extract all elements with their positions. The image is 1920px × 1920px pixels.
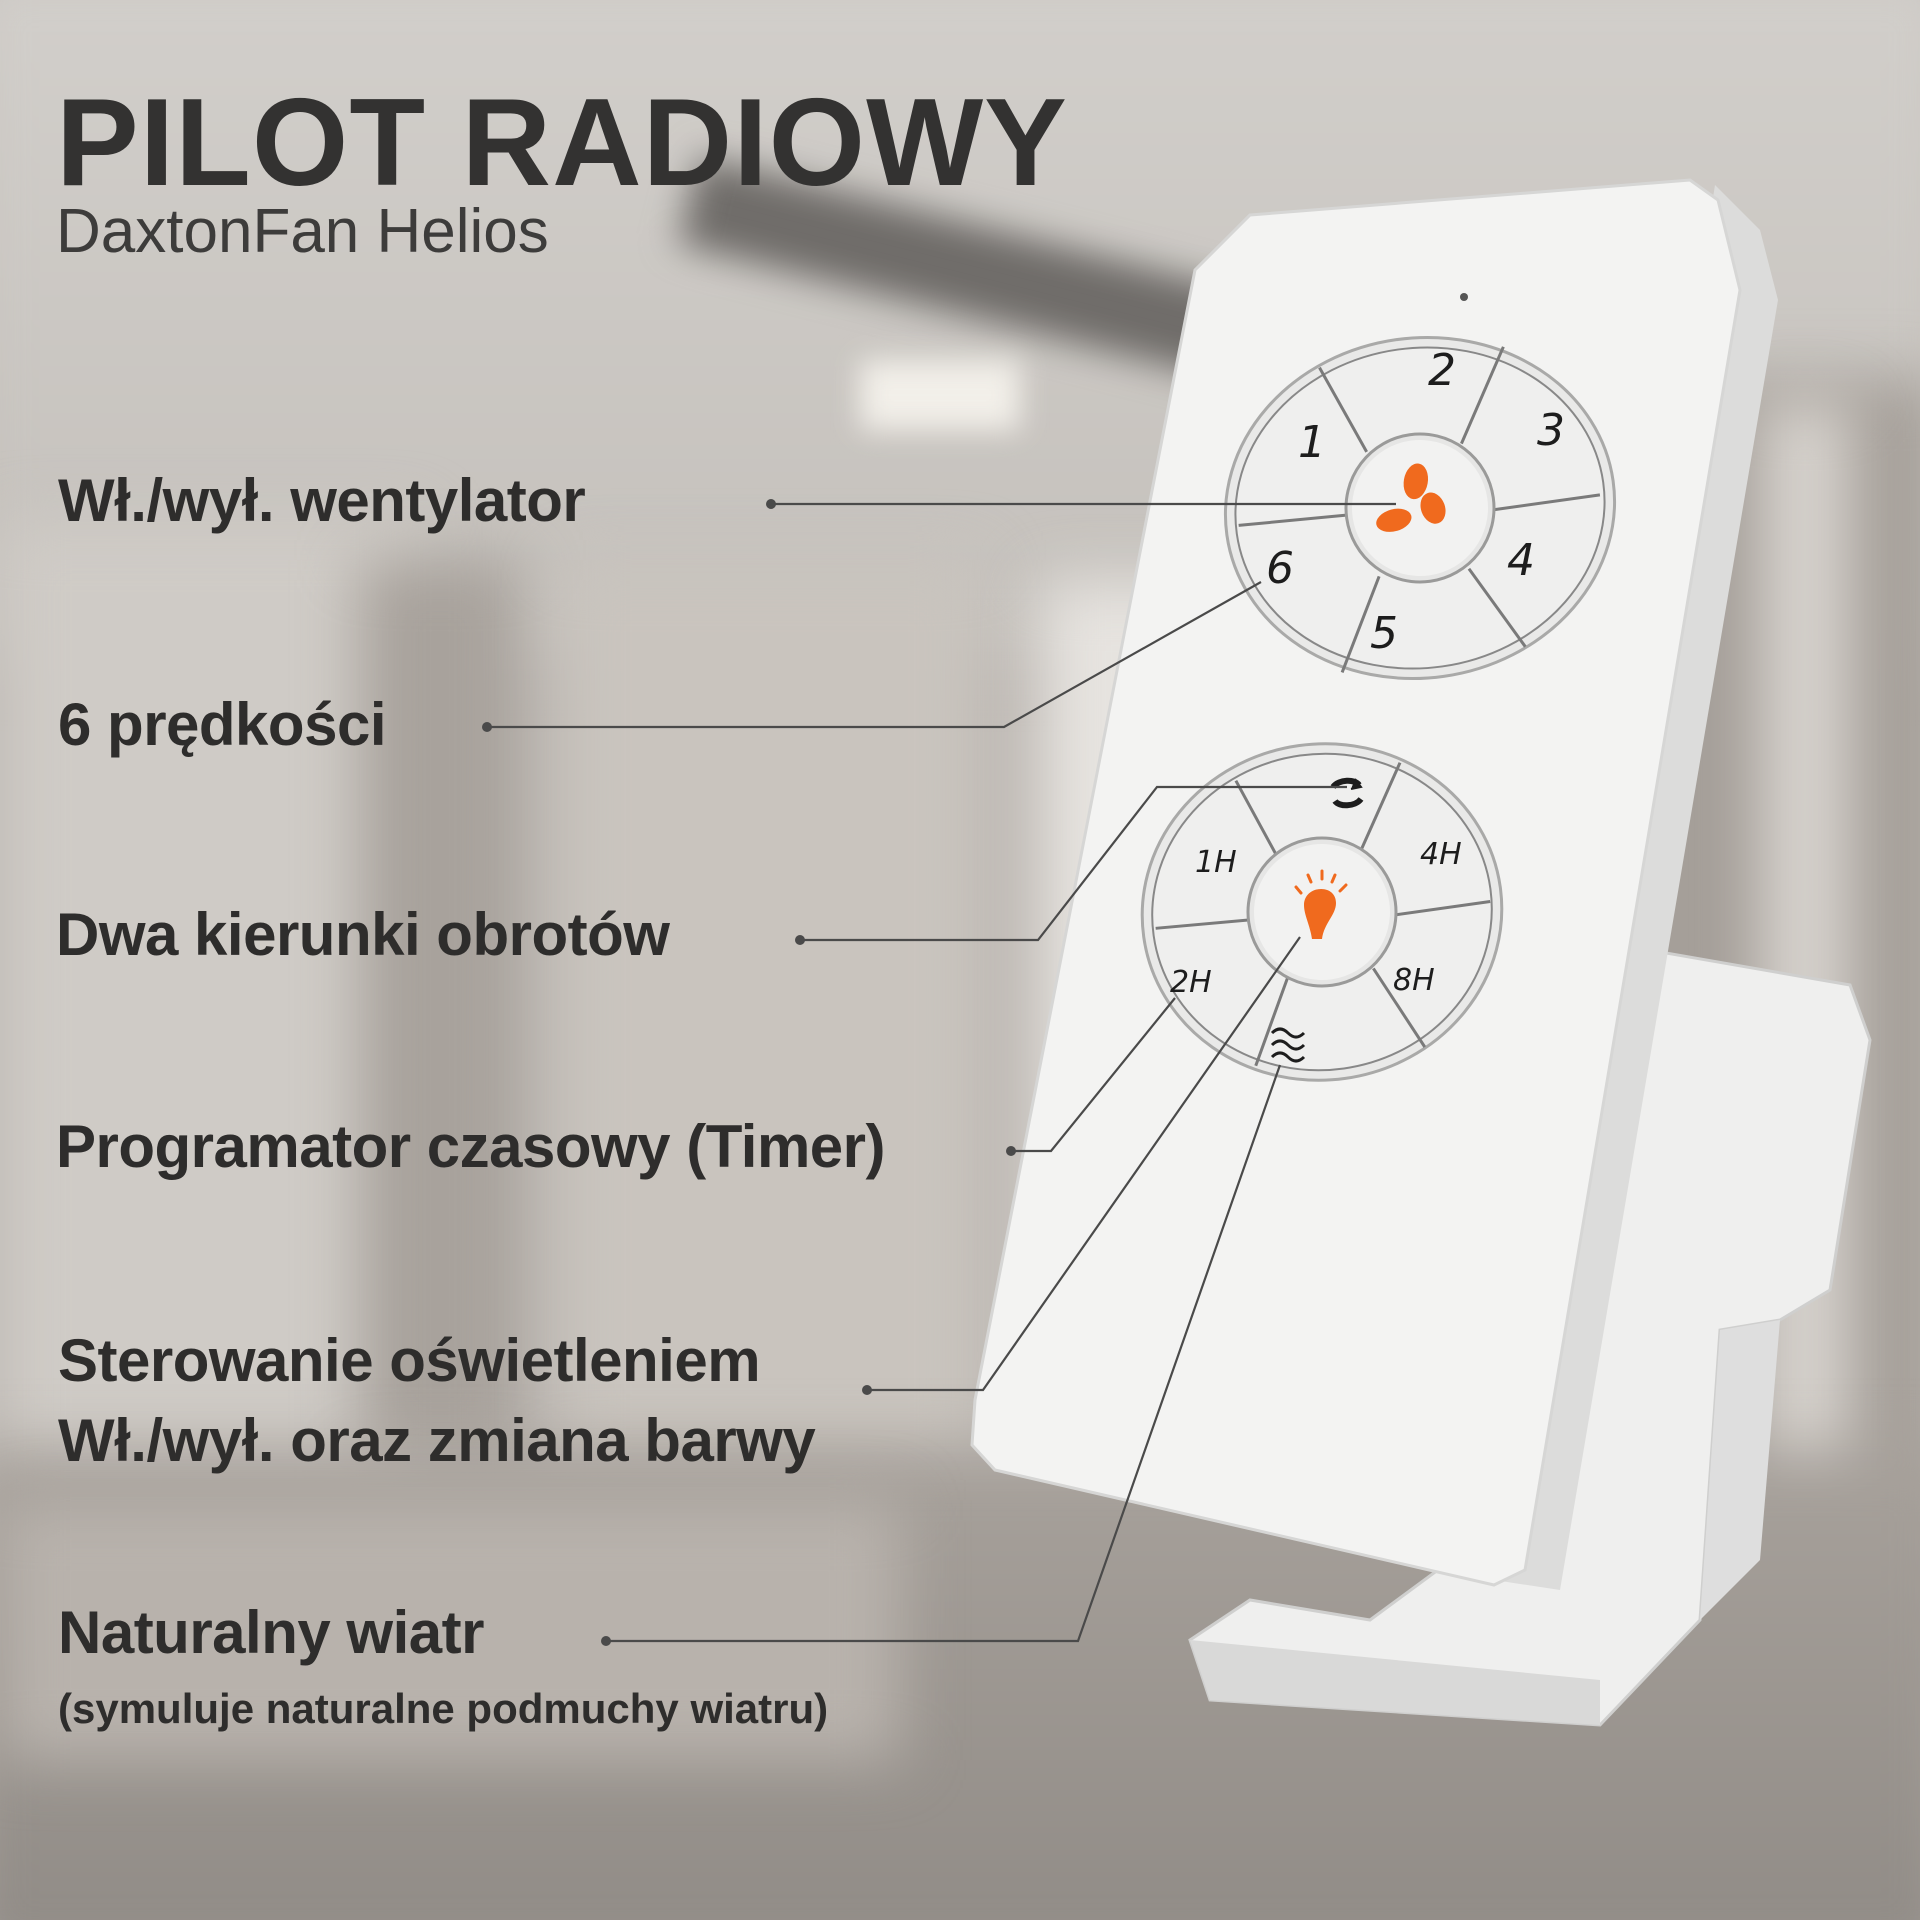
wall-bracket xyxy=(1188,943,1872,1727)
timer-button-4h[interactable]: 4H xyxy=(1420,837,1462,872)
timer-button-labels: 1H 2H 4H 8H xyxy=(1170,837,1462,1000)
fan-icon xyxy=(1376,463,1446,532)
speed-button-5[interactable]: 5 xyxy=(1370,608,1398,659)
speed-button-1[interactable]: 1 xyxy=(1298,417,1326,468)
timer-button-8h[interactable]: 8H xyxy=(1393,963,1435,998)
speed-button-labels: 1 2 3 4 5 6 xyxy=(1266,345,1565,659)
wind-waves-icon[interactable] xyxy=(1270,1027,1306,1063)
callout-timer xyxy=(1011,997,1176,1153)
callout-lines xyxy=(487,502,1396,1643)
callout-dots xyxy=(482,499,1016,1646)
feature-natural-breeze: Naturalny wiatr xyxy=(58,1599,484,1666)
speed-button-4[interactable]: 4 xyxy=(1507,535,1535,586)
speed-button-6[interactable]: 6 xyxy=(1266,543,1294,594)
led-indicator xyxy=(1460,293,1468,301)
callout-direction xyxy=(800,785,1347,942)
product-name: DaxtonFan Helios xyxy=(56,197,549,266)
timer-button-1h[interactable]: 1H xyxy=(1195,845,1237,880)
feature-two-directions: Dwa kierunki obrotów xyxy=(56,901,670,968)
feature-light-control-detail: Wł./wył. oraz zmiana barwy xyxy=(58,1407,816,1474)
callout-light xyxy=(867,936,1301,1392)
page-title: PILOT RADIOWY xyxy=(56,74,1068,212)
feature-fan-on-off: Wł./wył. wentylator xyxy=(58,467,586,534)
fan-on-off-button[interactable] xyxy=(1343,431,1497,585)
speed-button-2[interactable]: 2 xyxy=(1428,345,1456,396)
speed-button-cluster xyxy=(1223,335,1617,681)
timer-button-2h[interactable]: 2H xyxy=(1170,965,1212,1000)
callout-breeze xyxy=(606,1064,1282,1643)
light-bulb-icon xyxy=(1294,869,1348,939)
feature-natural-breeze-description: (symuluje naturalne podmuchy wiatru) xyxy=(58,1685,829,1732)
reverse-arrows-icon[interactable] xyxy=(1330,777,1364,809)
feature-light-control: Sterowanie oświetleniem xyxy=(58,1327,761,1394)
feature-6-speeds: 6 prędkości xyxy=(58,691,387,758)
feature-timer: Programator czasowy (Timer) xyxy=(56,1113,886,1180)
speed-button-3[interactable]: 3 xyxy=(1537,405,1565,456)
callout-speeds xyxy=(487,581,1262,729)
